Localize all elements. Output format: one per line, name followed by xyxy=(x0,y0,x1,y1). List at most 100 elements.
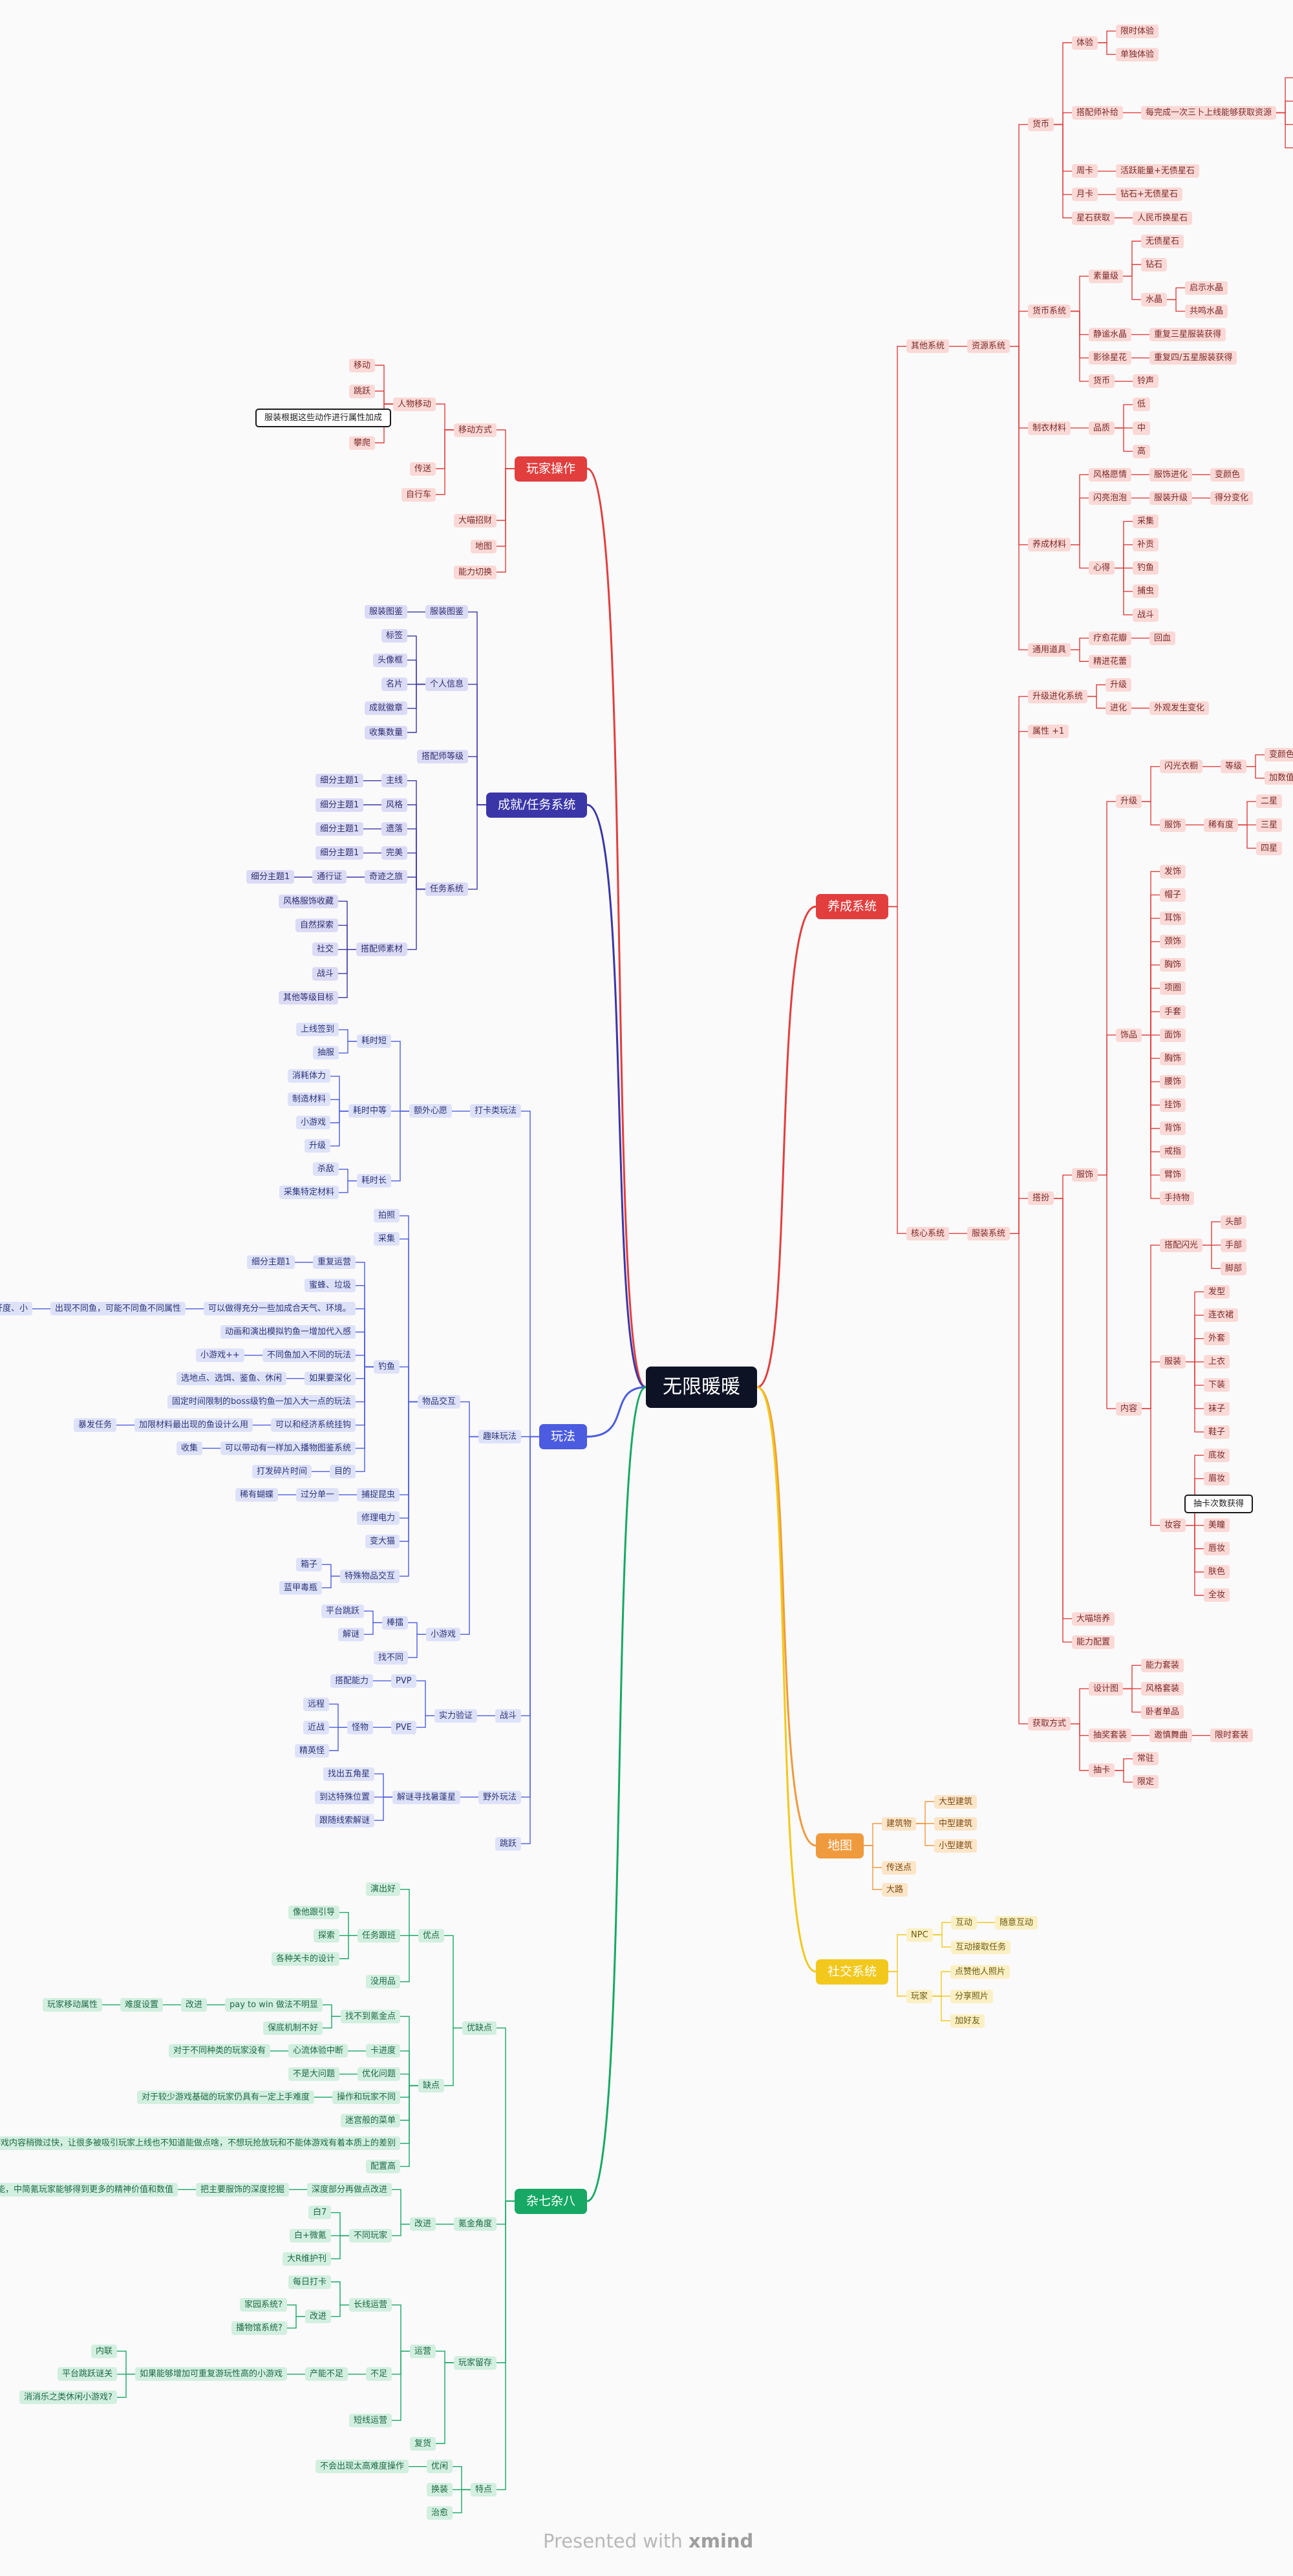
topic-wf-2-2_1_0-0[interactable]: 拍照 xyxy=(374,1209,400,1223)
topic-yc-6-4_1_0_2_0_2_1-0[interactable]: 发型 xyxy=(1204,1284,1230,1299)
topic-wf-3-2_0_0_1-3[interactable]: 升级 xyxy=(305,1139,331,1153)
topic-zq-0-3-1[interactable]: 氪金角度 xyxy=(454,2217,497,2231)
topic-wf-3-2_1_0_2-4[interactable]: 不同鱼加入不同的玩法 xyxy=(262,1348,356,1363)
topic-zq-4-3_2_0_1_0-0[interactable]: 如果能够增加可重复游玩性高的小游戏 xyxy=(135,2367,288,2381)
topic-cj-1-1_1-3[interactable]: 成就徽章 xyxy=(365,701,408,716)
topic-yc-2-4_1_0-2[interactable]: 搭扮 xyxy=(1028,1191,1054,1206)
branch-cj[interactable]: 成就/任务系统 xyxy=(486,792,588,818)
topic-zq-2-3_0_1-4[interactable]: 迷宫般的菜单 xyxy=(341,2113,401,2127)
topic-yc-5-4_1_0_2_0_1-5[interactable]: 项圈 xyxy=(1160,981,1186,995)
topic-yc-6-4_1_0_2_0_2_1-4[interactable]: 下装 xyxy=(1204,1378,1230,1392)
topic-wf-0-2-2[interactable]: 战斗 xyxy=(495,1708,522,1723)
topic-cj-1-1_1-0[interactable]: 标签 xyxy=(381,629,408,643)
topic-zq-4-3_2_0_0_1-1[interactable]: 播物馆系统? xyxy=(231,2321,287,2335)
topic-yc-3-4_0_0_0-2[interactable]: 周卡 xyxy=(1072,164,1098,178)
topic-yc-6-4_1_0_2_0_2_1-2[interactable]: 外套 xyxy=(1204,1332,1230,1346)
topic-yc-7-4_1_0_2_0_0_1_0-0[interactable]: 二星 xyxy=(1256,794,1283,809)
topic-yc-5-4_1_0_2_0_1-12[interactable]: 戒指 xyxy=(1160,1145,1186,1159)
topic-zq-3-3_0_0_1-2[interactable]: 各种关卡的设计 xyxy=(272,1952,340,1966)
topic-wf-1-2_2-0[interactable]: 实力验证 xyxy=(434,1708,478,1723)
topic-wj-2-0_0_0-3[interactable]: 攀爬 xyxy=(349,436,376,450)
topic-yc-5-4_0_0_3_1_0-0[interactable]: 得分变化 xyxy=(1210,491,1254,505)
topic-yc-6-4_1_0_2_0_2_0-1[interactable]: 手部 xyxy=(1221,1238,1247,1252)
topic-yc-5-4_1_0_2_0_2-1[interactable]: 服装 xyxy=(1160,1355,1186,1369)
topic-cj-0-1-1[interactable]: 个人信息 xyxy=(425,677,469,692)
topic-yc-7-4_1_0_2_0_0_0_0-1[interactable]: 加数值 xyxy=(1265,771,1293,785)
topic-wf-2-2_0_0-0[interactable]: 耗时短 xyxy=(357,1034,392,1048)
topic-wf-3-2_1_0_2-3[interactable]: 动画和演出模拟钓鱼一增加代入感 xyxy=(220,1325,356,1339)
topic-yc-5-4_1_0_2_0_0-1[interactable]: 服饰 xyxy=(1160,818,1186,832)
branch-sj[interactable]: 社交系统 xyxy=(816,1959,889,1985)
topic-yc-4-4_1_0_3_2-1[interactable]: 限定 xyxy=(1133,1775,1159,1789)
topic-yc-2-4_1_0-0[interactable]: 升级进化系统 xyxy=(1028,689,1088,703)
topic-yc-2-4_0_0-3[interactable]: 养成材料 xyxy=(1028,538,1071,552)
topic-cj-1-1_1-2[interactable]: 名片 xyxy=(381,677,408,692)
topic-wf-4-2_2_0_1_0-0[interactable]: 远程 xyxy=(303,1697,330,1711)
topic-wf-2-2_0_0-2[interactable]: 耗时长 xyxy=(357,1174,392,1188)
topic-wf-4-2_1_0_2_0-0[interactable]: 细分主题1 xyxy=(247,1255,295,1270)
topic-wf-4-2_2_0_1_0-2[interactable]: 精英怪 xyxy=(295,1743,330,1758)
topic-yc-4-4_0_0_0_3-0[interactable]: 钻石+无债星石 xyxy=(1116,187,1182,202)
topic-yc-3-4_1_0_2-1[interactable]: 大喵培养 xyxy=(1072,1612,1115,1626)
topic-cj-2-1_3_3-0[interactable]: 细分主题1 xyxy=(315,846,364,860)
topic-yc-3-4_0_0_1-2[interactable]: 影徐星花 xyxy=(1089,351,1132,365)
topic-yc-4-4_0_0_1_2-0[interactable]: 重复四/五星服装获得 xyxy=(1149,351,1237,365)
topic-sj-1-6_0-1[interactable]: 互动接取任务 xyxy=(951,1940,1011,1954)
topic-sj-0-6-0[interactable]: NPC xyxy=(906,1928,933,1942)
topic-yc-3-4_0_0_1-1[interactable]: 静谧水晶 xyxy=(1089,328,1132,342)
topic-yc-3-4_0_0_0-3[interactable]: 月卡 xyxy=(1072,187,1098,202)
topic-wf-3-2_2_0_1-0[interactable]: 怪物 xyxy=(347,1720,374,1734)
branch-yc[interactable]: 养成系统 xyxy=(816,894,889,919)
topic-wf-3-2_1_0_2-0[interactable]: 重复运营 xyxy=(313,1255,356,1270)
topic-wf-3-2_1_1_0-1[interactable]: 解谜 xyxy=(338,1627,365,1641)
topic-wf-3-2_1_0_2-2[interactable]: 可以做得充分一些加成合天气、环境。 xyxy=(204,1302,356,1316)
topic-cj-2-1_3_5-1[interactable]: 自然探索 xyxy=(295,918,339,932)
topic-yc-4-4_0_0_2_0-2[interactable]: 高 xyxy=(1133,444,1151,458)
topic-yc-5-4_1_0_2_0_0-0[interactable]: 闪光衣橱 xyxy=(1160,760,1203,774)
topic-zq-0-3-2[interactable]: 玩家留存 xyxy=(454,2356,497,2370)
topic-yc-3-4_0_0_4-1[interactable]: 精进花蕾 xyxy=(1089,654,1132,668)
topic-yc-6-4_1_0_2_0_2_1-6[interactable]: 鞋子 xyxy=(1204,1425,1230,1439)
topic-yc-6-4_1_0_2_0_2_2-5[interactable]: 肤色 xyxy=(1204,1565,1230,1579)
topic-zq-3-3_0_1_2-0[interactable]: 不是大问题 xyxy=(288,2067,340,2081)
topic-wf-3-2_0_0_1-0[interactable]: 消耗体力 xyxy=(288,1069,331,1083)
topic-wf-3-2_1_0_2-5[interactable]: 如果要深化 xyxy=(305,1372,356,1386)
topic-zq-2-3_2_0-0[interactable]: 长线运营 xyxy=(349,2298,392,2312)
topic-yc-6-4_1_0_2_0_2_1-1[interactable]: 连衣裙 xyxy=(1204,1308,1239,1323)
topic-yc-5-4_0_0_1_0_2-0[interactable]: 启示水晶 xyxy=(1185,281,1228,295)
topic-yc-5-4_1_0_2_0_1-6[interactable]: 手套 xyxy=(1160,1005,1186,1019)
topic-wf-2-2_3_0-2[interactable]: 跟随线索解谜 xyxy=(315,1813,375,1827)
topic-yc-3-4_0_0_0-1[interactable]: 搭配师补给 xyxy=(1072,105,1124,120)
topic-wf-3-2_0_0_0-1[interactable]: 抽服 xyxy=(313,1046,339,1060)
topic-zq-1-3_3-0[interactable]: 优闲 xyxy=(427,2460,453,2474)
topic-yc-4-4_0_0_2_0-0[interactable]: 低 xyxy=(1133,398,1151,412)
topic-yc-4-4_0_0_1_0-2[interactable]: 水晶 xyxy=(1141,292,1168,306)
topic-zq-2-3_0_1-6[interactable]: 配置高 xyxy=(366,2159,401,2173)
topic-zq-0-3-3[interactable]: 特点 xyxy=(471,2482,497,2496)
topic-wj-1-0_0-0[interactable]: 人物移动 xyxy=(393,397,436,411)
topic-wf-2-2_3_0-0[interactable]: 找出五角星 xyxy=(323,1767,375,1781)
topic-zq-2-3_0_1-3[interactable]: 操作和玩家不同 xyxy=(332,2090,401,2104)
topic-zq-2-3_0_1-5[interactable]: 因缺点在于缺乏游戏深度，游戏内容稍微过快，让很多被吸引玩家上线也不知道能做点啥，… xyxy=(0,2136,401,2151)
topic-wf-1-2_1-0[interactable]: 物品交互 xyxy=(418,1395,461,1409)
topic-zq-2-3_3_0-0[interactable]: 不会出现太高难度操作 xyxy=(315,2460,409,2474)
topic-wj-2-0_0_0-0[interactable]: 移动 xyxy=(349,358,376,372)
topic-wf-3-2_1_0_2-7[interactable]: 可以和经济系统挂钩 xyxy=(271,1418,356,1432)
topic-zq-1-3_0-0[interactable]: 优点 xyxy=(418,1928,445,1943)
topic-wj-1-0_0-1[interactable]: 传送 xyxy=(410,462,436,476)
topic-zq-2-3_0_0-1[interactable]: 任务跟班 xyxy=(358,1928,401,1943)
topic-yc-0-4-1[interactable]: 核心系统 xyxy=(906,1226,950,1240)
topic-wj-0-0-3[interactable]: 能力切换 xyxy=(454,565,497,579)
topic-yc-7-4_1_0_2_0_0_1_0-2[interactable]: 四星 xyxy=(1256,841,1283,855)
topic-wf-1-2_1-1[interactable]: 小游戏 xyxy=(426,1627,461,1641)
topic-yc-2-4_0_0-0[interactable]: 货币 xyxy=(1028,118,1054,132)
branch-wj[interactable]: 玩家操作 xyxy=(515,456,588,482)
topic-zq-2-3_2_0-2[interactable]: 短线运营 xyxy=(349,2413,392,2427)
topic-yc-4-4_0_0_0_1-0[interactable]: 每完成一次三卜上线能够获取资源 xyxy=(1141,105,1277,120)
topic-yc-6-4_1_0_2_0_0_0-0[interactable]: 等级 xyxy=(1221,760,1247,774)
topic-yc-3-4_1_0_2-2[interactable]: 能力配置 xyxy=(1072,1635,1115,1649)
topic-yc-6-4_1_0_2_0_2_2-1[interactable]: 眉妆 xyxy=(1204,1471,1230,1485)
topic-cj-1-1_3-2[interactable]: 遗落 xyxy=(381,822,408,836)
topic-wf-3-2_0_0_0-0[interactable]: 上线签到 xyxy=(296,1023,339,1037)
topic-yc-4-4_0_0_1_0-0[interactable]: 无债星石 xyxy=(1141,234,1184,248)
